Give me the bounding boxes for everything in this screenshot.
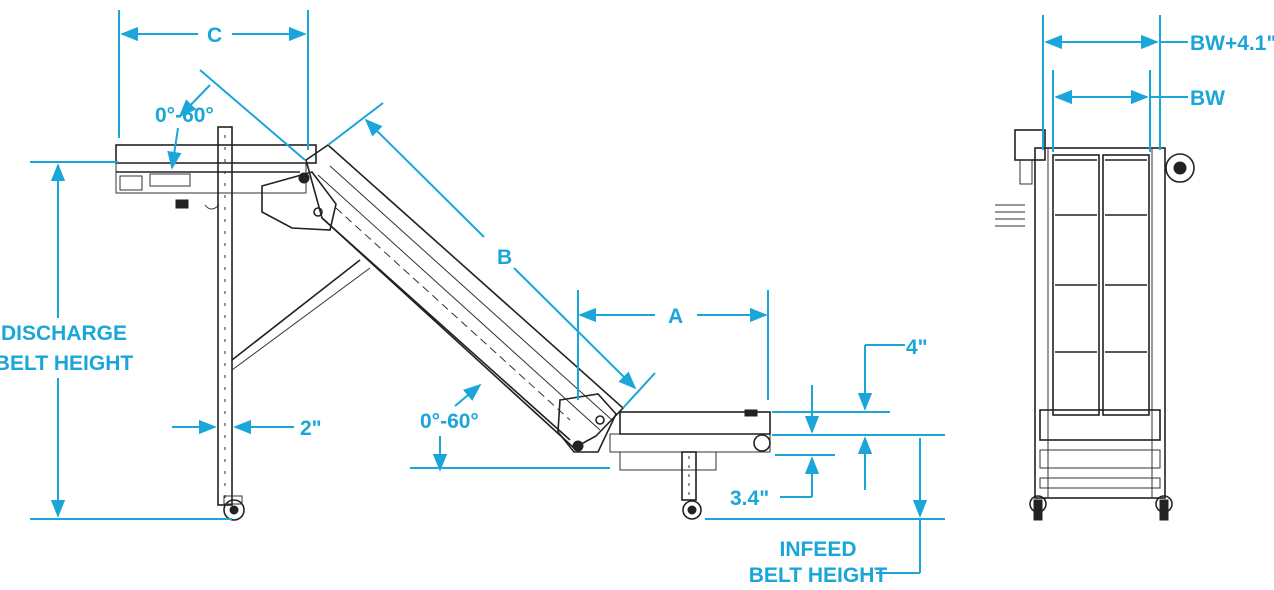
diagonal-brace [231,259,371,371]
label-discharge-2: BELT HEIGHT [0,352,133,375]
label-3-4in: 3.4" [730,487,769,510]
label-angle-top: 0°-60° [155,104,214,127]
incline-section [305,143,625,449]
dimension-4in [772,344,945,490]
dimension-c [118,10,309,150]
label-4in: 4" [906,336,928,359]
infeed-support-leg [681,451,702,520]
label-bw-plus: BW+4.1" [1190,32,1274,55]
dimension-bw [1052,70,1188,152]
top-pivot-bracket [261,171,337,231]
side-view-conveyor [115,126,771,521]
angle-top-indicator [167,69,306,170]
bottom-pivot-bracket [557,393,617,453]
dimension-infeed-height [705,438,945,574]
front-view-cleats [1055,159,1147,353]
infeed-section [609,409,771,471]
label-discharge-1: DISCHARGE [1,322,127,345]
angle-bottom-indicator [410,383,610,472]
label-leg-width: 2" [300,417,322,440]
label-infeed-1: INFEED [779,538,856,561]
label-c: C [207,24,222,47]
front-view-drive-motor [995,129,1195,227]
discharge-support-leg [217,126,245,521]
dimension-a [577,290,769,400]
dimension-bw-plus [1042,15,1188,150]
label-bw: BW [1190,87,1225,110]
discharge-section [115,144,317,210]
front-view-casters [1029,495,1173,521]
label-b: B [497,246,512,269]
label-angle-bottom: 0°-60° [420,410,479,433]
dimension-3-4in [775,385,835,498]
front-view-conveyor [995,129,1195,521]
label-infeed-2: BELT HEIGHT [749,564,888,587]
label-a: A [668,305,683,328]
dimension-discharge-height [30,161,232,520]
dimension-b [327,102,656,409]
